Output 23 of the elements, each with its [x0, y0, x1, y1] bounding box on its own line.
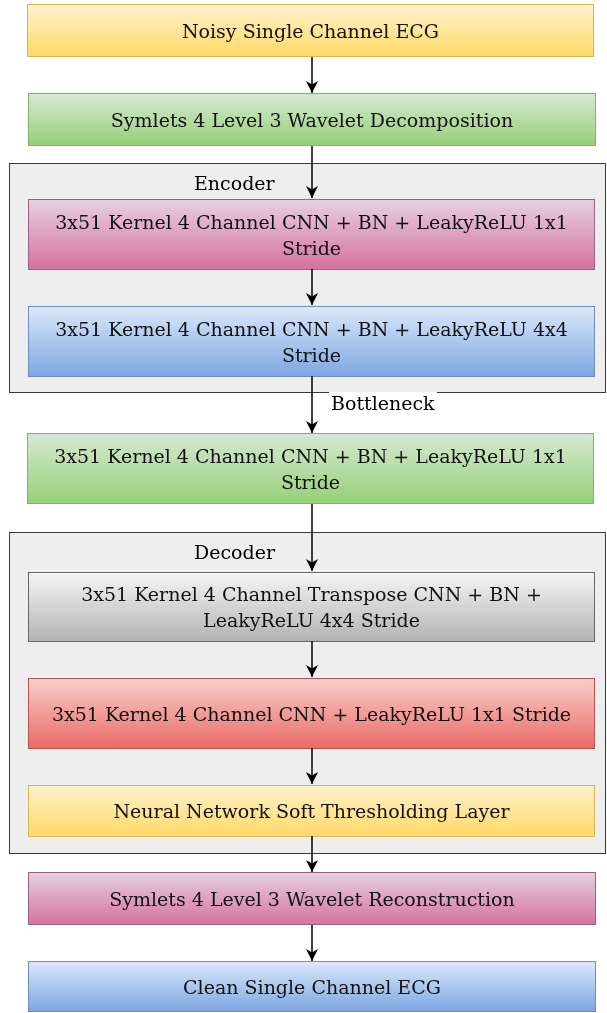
arrow [306, 268, 318, 306]
arrow [306, 747, 318, 785]
process-box: Symlets 4 Level 3 Wavelet Decomposition [28, 93, 596, 146]
arrow [306, 924, 318, 962]
group-title: Decoder [194, 540, 276, 564]
process-box: Symlets 4 Level 3 Wavelet Reconstruction [28, 872, 596, 925]
process-box: 3x51 Kernel 4 Channel CNN + BN + LeakyReLU 1x1 Stride [28, 199, 595, 270]
group-panel [9, 532, 606, 854]
arrow [306, 503, 318, 572]
process-box: Neural Network Soft Thresholding Layer [28, 785, 595, 837]
process-box: Noisy Single Channel ECG [27, 4, 594, 57]
process-box: 3x51 Kernel 4 Channel CNN + LeakyReLU 1x1 Stride [28, 678, 595, 749]
arrow [306, 56, 318, 94]
arrow [306, 375, 318, 434]
group-panel [9, 163, 606, 393]
group-title: Encoder [194, 171, 275, 195]
process-box: 3x51 Kernel 4 Channel CNN + BN + LeakyReLU 1x1 Stride [27, 433, 594, 504]
process-box: 3x51 Kernel 4 Channel CNN + BN + LeakyReLU 4x4 Stride [28, 306, 595, 377]
arrow [306, 835, 318, 873]
arrow [306, 145, 318, 199]
arrow [306, 640, 318, 678]
process-box: 3x51 Kernel 4 Channel Transpose CNN + BN + LeakyReLU 4x4 Stride [28, 572, 595, 642]
process-box: Clean Single Channel ECG [28, 961, 596, 1012]
